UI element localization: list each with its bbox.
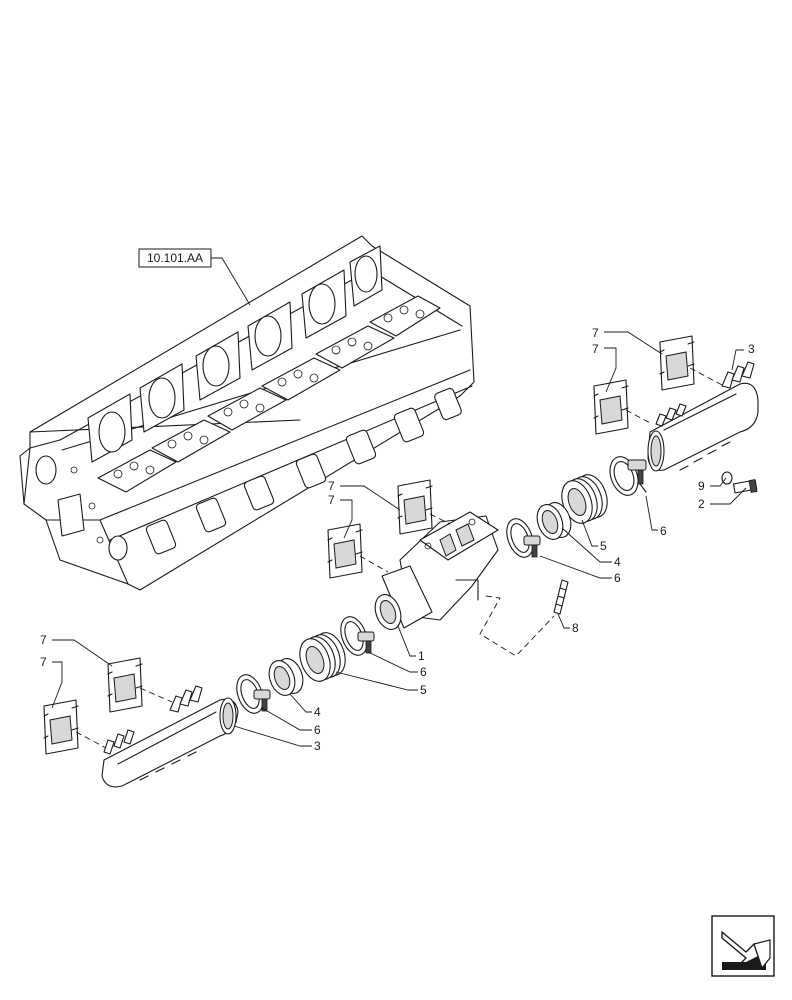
callouts: 7 7 3 9 2 6 7 7 5 4 6 8 1 6 5 7 7 4 6 3 <box>40 326 755 753</box>
clamp-lower-left <box>236 674 271 714</box>
callout-2: 2 <box>698 497 705 511</box>
gasket-upper-right-2 <box>593 379 629 435</box>
bellows-lower <box>299 632 346 682</box>
callout-5-upper: 5 <box>600 539 607 553</box>
stud <box>553 579 569 615</box>
valve-plates <box>97 295 441 493</box>
callout-6-upper-right: 6 <box>660 524 667 538</box>
callout-7-lower-a: 7 <box>40 633 47 647</box>
callout-4-upper: 4 <box>614 555 621 569</box>
sleeve-upper <box>536 502 572 540</box>
bellows-upper <box>561 474 608 524</box>
callout-6-lower-center: 6 <box>420 665 427 679</box>
bolt-and-washer <box>721 471 758 494</box>
callout-5-lower: 5 <box>420 683 427 697</box>
head-pockets <box>87 245 383 463</box>
callout-7-upper-b: 7 <box>592 342 599 356</box>
callout-3-lower: 3 <box>314 739 321 753</box>
callout-7-lower-b: 7 <box>40 655 47 669</box>
svg-text:10.101.AA: 10.101.AA <box>147 251 203 265</box>
head-end-face <box>35 455 128 561</box>
clamp-lower-center <box>340 616 375 656</box>
gasket-upper-right-1 <box>659 335 695 391</box>
exhaust-manifold-upper <box>647 361 759 472</box>
sleeve-lower <box>268 658 304 696</box>
callout-1: 1 <box>418 649 425 663</box>
callout-6-lower-left: 6 <box>314 723 321 737</box>
callout-8: 8 <box>572 621 579 635</box>
reference-label[interactable]: 10.101.AA <box>138 248 251 306</box>
clamp-middle-right <box>506 518 541 558</box>
callout-9: 9 <box>698 479 705 493</box>
next-page-arrow-icon[interactable] <box>711 915 775 977</box>
exhaust-manifold-lower <box>101 685 239 788</box>
gasket-lower-left-2 <box>43 699 79 755</box>
gasket-center-2 <box>327 523 363 579</box>
exhaust-ports <box>145 387 462 555</box>
callout-7-center-b: 7 <box>328 493 335 507</box>
callout-7-upper-a: 7 <box>592 326 599 340</box>
callout-7-center-a: 7 <box>328 479 335 493</box>
gasket-lower-left-1 <box>107 657 143 713</box>
turbo-adapter-flange <box>374 511 499 630</box>
callout-6-middle: 6 <box>614 571 621 585</box>
gasket-center-1 <box>397 479 433 535</box>
callout-3-upper: 3 <box>748 342 755 356</box>
leader-lines <box>51 331 747 747</box>
callout-4-lower: 4 <box>314 705 321 719</box>
clamp-upper-right <box>609 456 647 496</box>
cylinder-head <box>19 235 475 591</box>
